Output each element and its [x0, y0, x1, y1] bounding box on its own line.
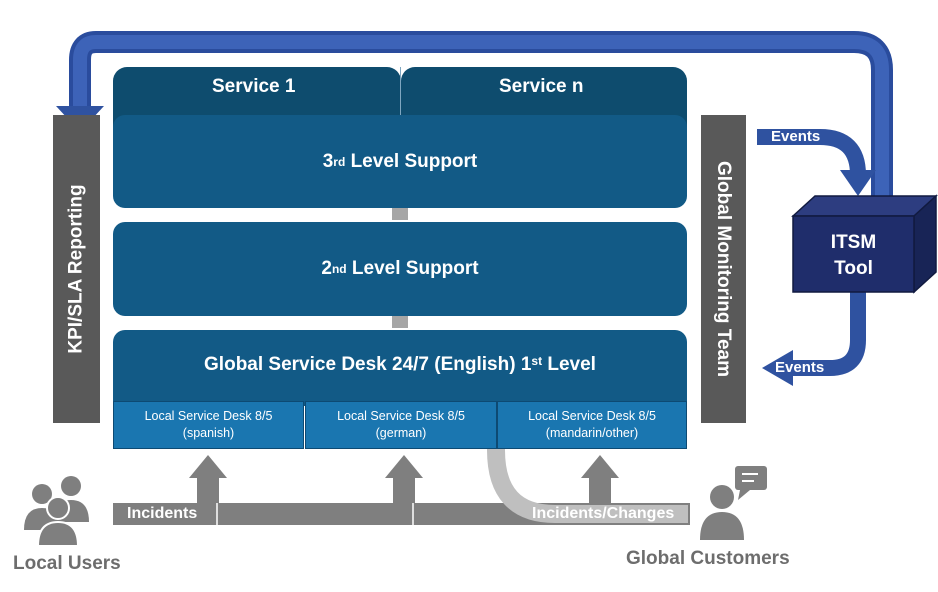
- reporting-feedback-arrow-outline: [73, 35, 889, 210]
- local-desk-mandarin: Local Service Desk 8/5 (mandarin/other): [497, 401, 687, 449]
- itsm-line-2: Tool: [834, 258, 873, 279]
- local-desk-name: Local Service Desk 8/5: [337, 409, 465, 423]
- global-desk-prefix: Global Service Desk 24/7 (English) 1: [204, 354, 532, 375]
- events-in-arrow: [757, 129, 866, 176]
- itsm-cube-front: [792, 215, 915, 293]
- incidents-up-arrow-3: [581, 455, 619, 478]
- third-level-ordinal: 3: [322, 150, 334, 172]
- kpi-sla-reporting-bar: KPI/SLA Reporting: [53, 115, 100, 423]
- events-out-arrow: [790, 292, 866, 376]
- local-users-label: Local Users: [13, 553, 121, 574]
- incidents-up-arrow-2: [385, 455, 423, 478]
- local-desk-language: (spanish): [182, 426, 235, 440]
- service-1-label: Service 1: [212, 76, 296, 97]
- incidents-label: Incidents: [127, 505, 198, 522]
- global-desk-sup: st: [531, 354, 543, 368]
- events-out-arrowhead: [762, 350, 793, 386]
- itsm-line-1: ITSM: [830, 232, 877, 253]
- events-in-label: Events: [771, 128, 821, 145]
- local-desk-name: Local Service Desk 8/5: [528, 409, 656, 423]
- local-desk-name: Local Service Desk 8/5: [144, 409, 273, 423]
- global-desk-text: Level: [547, 354, 596, 375]
- global-escalation-arrow: [487, 395, 688, 523]
- second-level-sup: nd: [331, 262, 347, 276]
- itsm-tool-label: ITSM Tool: [793, 230, 914, 282]
- local-desk-spanish: Local Service Desk 8/5 (spanish): [113, 401, 304, 449]
- third-level-sup: rd: [333, 154, 346, 169]
- events-out-label: Events: [775, 359, 825, 376]
- global-customers-icon: [700, 466, 767, 540]
- incidents-up-arrow-1: [189, 455, 227, 478]
- global-customers-label: Global Customers: [626, 548, 790, 569]
- local-users-icon: [24, 476, 89, 547]
- incidents-changes-label: Incidents/Changes: [532, 505, 675, 522]
- service-divider: [400, 67, 401, 117]
- second-level-text: Level Support: [351, 258, 479, 279]
- itsm-cube-top: [791, 195, 938, 217]
- local-desk-german: Local Service Desk 8/5 (german): [305, 401, 497, 449]
- second-level-ordinal: 2: [321, 258, 332, 279]
- service-n-label: Service n: [499, 76, 584, 97]
- local-desk-language: (german): [375, 426, 427, 440]
- global-monitoring-team-label: Global Monitoring Team: [713, 160, 735, 378]
- local-desk-language: (mandarin/other): [545, 426, 639, 440]
- events-in-arrowhead: [840, 170, 876, 196]
- third-level-text: Level Support: [350, 150, 478, 172]
- kpi-sla-reporting-label: KPI/SLA Reporting: [65, 184, 87, 354]
- global-monitoring-team-bar: Global Monitoring Team: [701, 115, 746, 423]
